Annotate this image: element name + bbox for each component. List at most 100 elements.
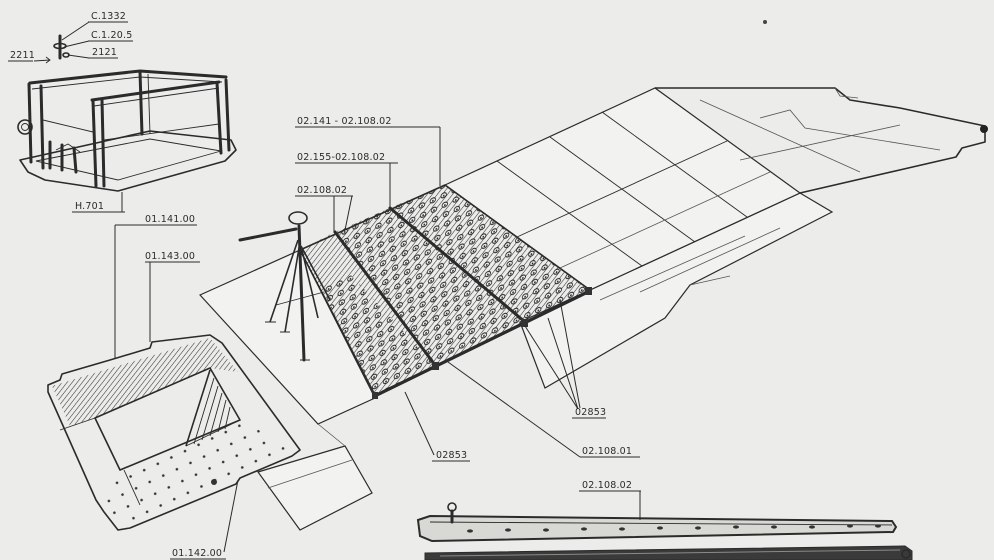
deck-divider-rail-1 [333,230,437,367]
flat-sheet-lower [257,445,373,531]
rail-hole [733,525,739,529]
bottom-rails [416,502,913,560]
far-sheet-line-2 [759,109,941,151]
stand-leg-1 [269,239,299,323]
rail-hole [695,526,701,530]
part-labels: C.1332 C.1.20.5 2211 2121 H.701 01.141.0… [8,11,641,560]
leader-02853-bottom [404,391,435,456]
stand-leg-3 [300,245,331,301]
floor-piece-dotted-area [104,420,296,524]
frame-ring [17,119,33,135]
label-0114200: 01.142.00 [172,548,222,559]
stand-cap [288,211,308,225]
label-c1332: C.1332 [91,11,126,22]
frame-front-mid-rail [103,123,220,141]
lower-right-sheet-line-3 [689,275,731,286]
frame-left-post-inner [39,84,45,170]
hardware-washer [53,42,67,50]
label-0210801: 02.108.01 [582,446,632,457]
label-02155: 02.155-02.108.02 [297,152,385,163]
stand-assembly [238,211,331,362]
far-sheet-line-4 [739,124,901,161]
label-c1205: C.1.20.5 [91,30,132,41]
far-deck-cross-line-2 [559,171,771,269]
stand-feet [265,321,310,361]
frame-cross-brace [42,119,94,133]
rail-hole [581,527,587,531]
deck-panel-3-perforation [390,185,590,322]
floor-opening [94,367,241,471]
deck-panel-2-perforation [335,208,525,365]
rail-hole [847,524,853,528]
rail-hole [505,528,511,532]
lower-right-sheet-line-2 [639,227,781,293]
frame-front-top-rail [90,80,221,102]
deck-foot-4 [372,392,378,399]
stair-line [185,369,211,447]
leader-2121 [67,54,90,59]
far-sheet-line-3 [834,87,859,99]
deck-foot-2 [521,319,528,327]
stair-line [224,406,231,430]
label-2211: 2211 [10,50,35,61]
deck-divider-rail-2 [388,206,527,324]
stand-brace [275,291,325,306]
label-02853-right: 02853 [575,407,606,418]
frame-assembly [17,34,237,192]
floor-piece-hatched-area [52,338,238,426]
rail-hole [657,526,663,530]
stair-shaft-edge [185,420,239,447]
frame-ring-inner [21,123,29,131]
rail-hole [771,525,777,529]
flat-sheet-lower-line [267,459,353,489]
far-sheet-line-1 [699,99,861,173]
leader-0210801 [447,361,581,458]
frame-front-left-post-2 [100,98,106,188]
hardware-pin-arrow [33,56,51,64]
frame-front-left-post [91,99,98,188]
leader-02853-right [524,299,581,410]
rail-hole [543,528,549,532]
label-0210802-top: 02.108.02 [297,185,347,196]
far-deck-strip-line-3 [601,111,748,218]
floor-piece-fitting [211,479,217,485]
rail-hole [875,524,881,528]
leader-c1332 [61,21,90,41]
frame-base-tray-inner [35,138,222,181]
stair-line [209,392,223,437]
speck-top [763,20,767,24]
lower-rail-end-ring [901,549,911,559]
label-h701: H.701 [75,201,104,212]
label-0114100: 01.141.00 [145,214,195,225]
far-deck-strip-line-1 [496,160,643,267]
rail-hole [467,529,473,533]
deck-front-rail [373,289,592,398]
edge-rail-top-line [429,521,893,526]
frame-front-right-post [215,81,223,155]
frame-base-tray [19,130,237,192]
frame-front-top-rail-inner [93,87,220,107]
floor-piece-with-opening [47,334,301,531]
floor-piece-outline [47,334,301,531]
label-02141: 02.141 - 02.108.02 [297,116,392,127]
leader-0210802-top-2 [344,195,353,231]
lower-rail-stripe [439,549,901,557]
rail-hole [809,525,815,529]
frame-front-right-post-2 [224,78,231,152]
leader-0114200 [223,479,239,553]
leader-c1205 [63,40,90,48]
frame-peg-3 [72,146,78,174]
far-deck-strip-line-2 [549,136,696,243]
speck-right [980,125,988,133]
deck-panel-1-perforation [322,272,435,395]
label-02853-bottom: 02853 [436,450,467,461]
stair-line [201,385,219,441]
rail-hole [619,527,625,531]
leader-lines [61,21,641,553]
floor-opening-stairs [185,369,239,447]
far-deck-cross-line [516,140,728,238]
deck-foot-1 [432,362,439,370]
flat-sheet-join [317,423,346,447]
label-0114300: 01.143.00 [145,251,195,262]
